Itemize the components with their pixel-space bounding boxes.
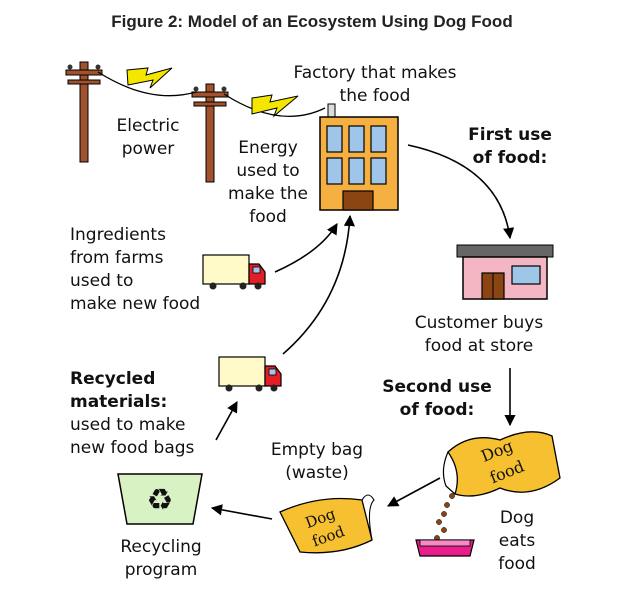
- dog-food-bag-empty-icon: Dog food: [279, 494, 375, 554]
- arrow-bag-to-waste: [387, 477, 441, 507]
- arrow-factory-to-store: [407, 144, 515, 240]
- dog-bowl-icon: [415, 539, 475, 557]
- label-recycled-materials: Recycled materials: used to make new foo…: [70, 369, 195, 458]
- arrow-recycling-to-truck: [215, 401, 238, 441]
- utility-pole-left-icon: [65, 61, 103, 163]
- dog-food-bag-full-icon: Dog food: [442, 431, 561, 497]
- delivery-truck-icon: [218, 356, 282, 392]
- delivery-truck-icon: [202, 254, 266, 290]
- kibble-icon: [434, 493, 455, 541]
- utility-pole-right-icon: [191, 83, 229, 183]
- recycle-symbol-icon: ♻: [147, 483, 174, 518]
- lightning-bolt-icon: [251, 94, 299, 118]
- arrow-waste-to-recycling: [210, 504, 273, 520]
- power-wire: [223, 93, 326, 117]
- label-empty-bag: Empty bag(waste): [270, 440, 364, 483]
- figure-title: Figure 2: Model of an Ecosystem Using Do…: [111, 12, 513, 31]
- lightning-bolt-icon: [126, 67, 173, 89]
- factory-icon: [319, 103, 399, 211]
- store-icon: [456, 244, 554, 300]
- recycle-bin-icon: ♻: [117, 473, 203, 525]
- power-wire: [97, 71, 197, 97]
- arrow-ingredients-to-factory: [274, 223, 338, 273]
- arrow-recycled-to-factory: [282, 214, 355, 355]
